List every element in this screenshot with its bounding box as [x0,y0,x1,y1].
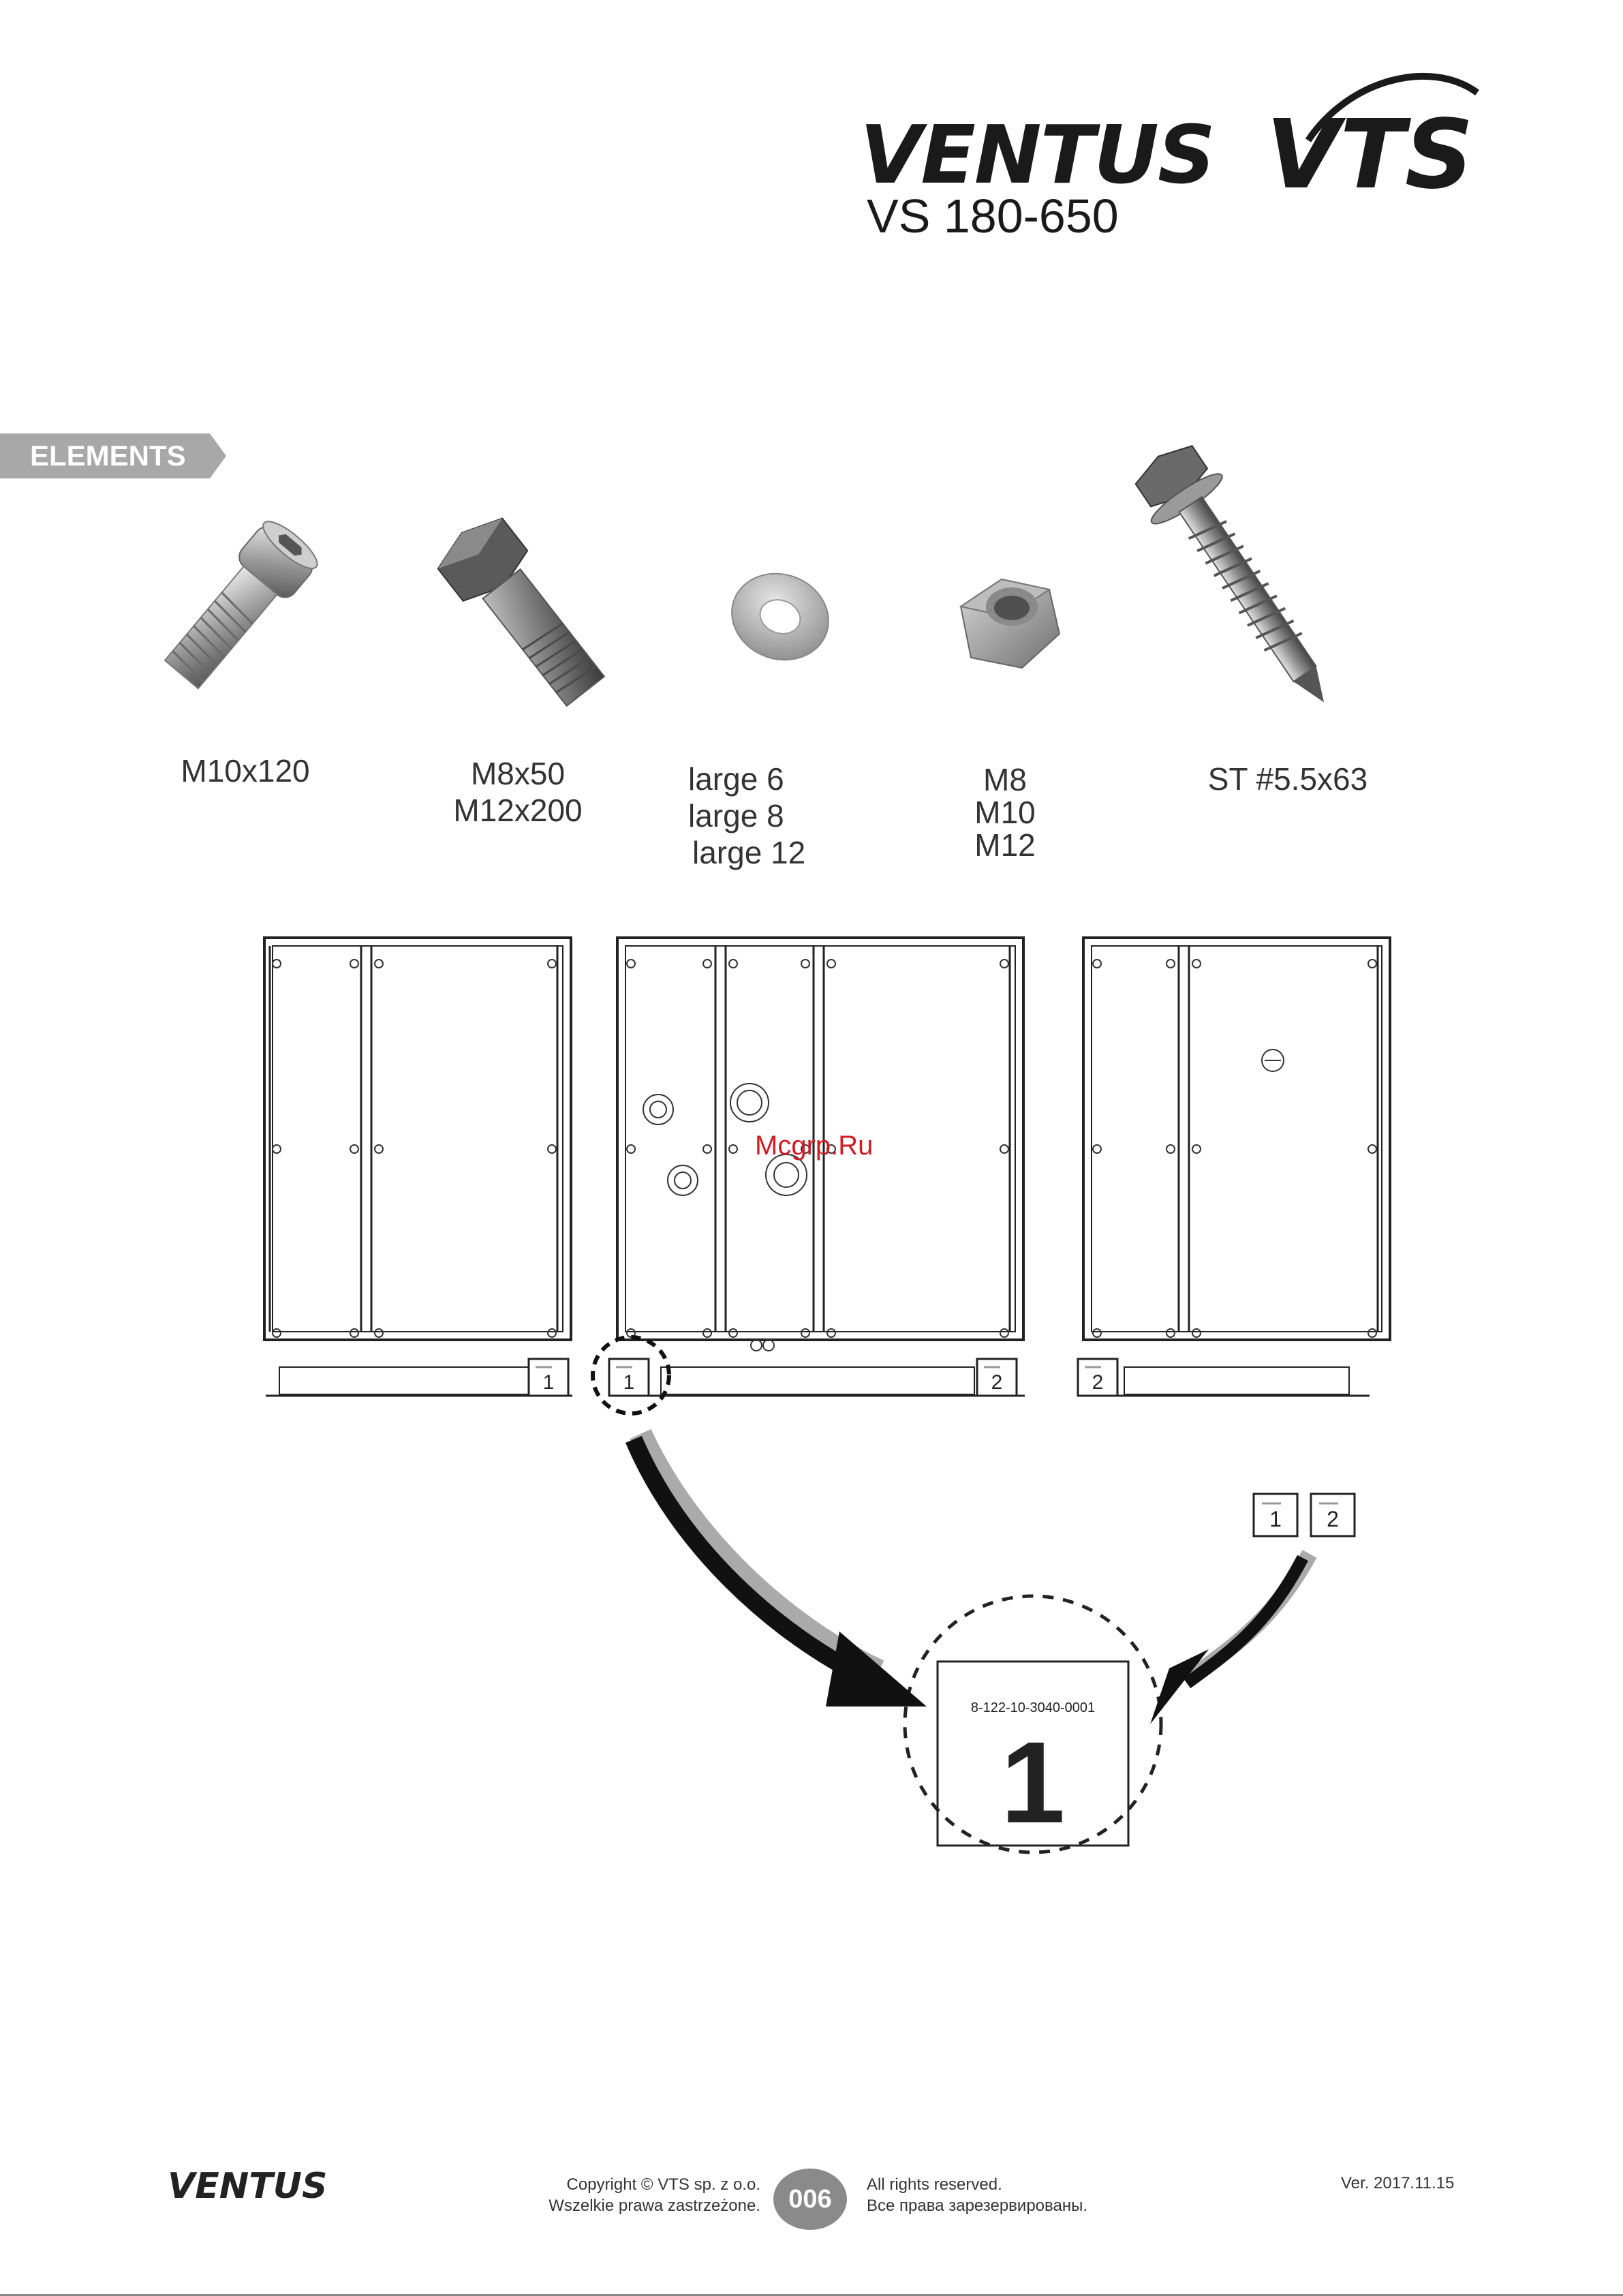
arrow-icon [634,1434,927,1706]
module-frame [1083,938,1390,1396]
module-tag: 1 [623,1371,635,1394]
detail-number: 1 [1001,1718,1066,1848]
legend-tag: 2 [1327,1507,1339,1531]
rights-block: All rights reserved. Все права зарезерви… [867,2174,1153,2216]
page-number-badge: 006 [773,2169,847,2230]
element-label: M8x50 M12x200 [416,755,620,829]
copyright-block: Copyright © VTS sp. z o.o. Wszelkie praw… [529,2174,760,2216]
element-label: M10x120 [143,752,347,789]
self-drilling-screw-icon [1124,428,1356,728]
module-tag: 2 [991,1371,1003,1394]
legend-tag: 1 [1269,1507,1282,1531]
module-tag: 2 [1092,1371,1104,1394]
socket-head-bolt-icon [136,504,347,709]
module-tag: 1 [543,1371,555,1394]
hex-bolt-icon [422,511,634,716]
model-title: VS 180-650 [867,192,1119,240]
arrow-icon [1150,1554,1310,1724]
version-label: Ver. 2017.11.15 [1341,2173,1454,2194]
module-frame [264,938,572,1396]
assembly-diagram: 1 1 2 2 1 2 Mcgrp.Ru 8-122-10-3040-0001 … [252,924,1410,1865]
element-label: M8 M10 M12 [906,763,1104,861]
ventus-logo: VENTUS [860,114,1214,195]
vts-swoosh-icon [1295,65,1485,147]
module-frame [617,938,1025,1396]
hex-nut-icon [940,566,1077,688]
footer-ventus-logo: VENTUS [168,2169,327,2204]
element-label: large 6 large 8 large 12 [688,761,845,871]
washer-icon [722,566,838,668]
watermark: Mcgrp.Ru [755,1131,873,1161]
section-title: ELEMENTS [30,440,186,472]
detail-serial: 8-122-10-3040-0001 [971,1700,1095,1715]
element-label: ST #5.5x63 [1151,761,1424,797]
